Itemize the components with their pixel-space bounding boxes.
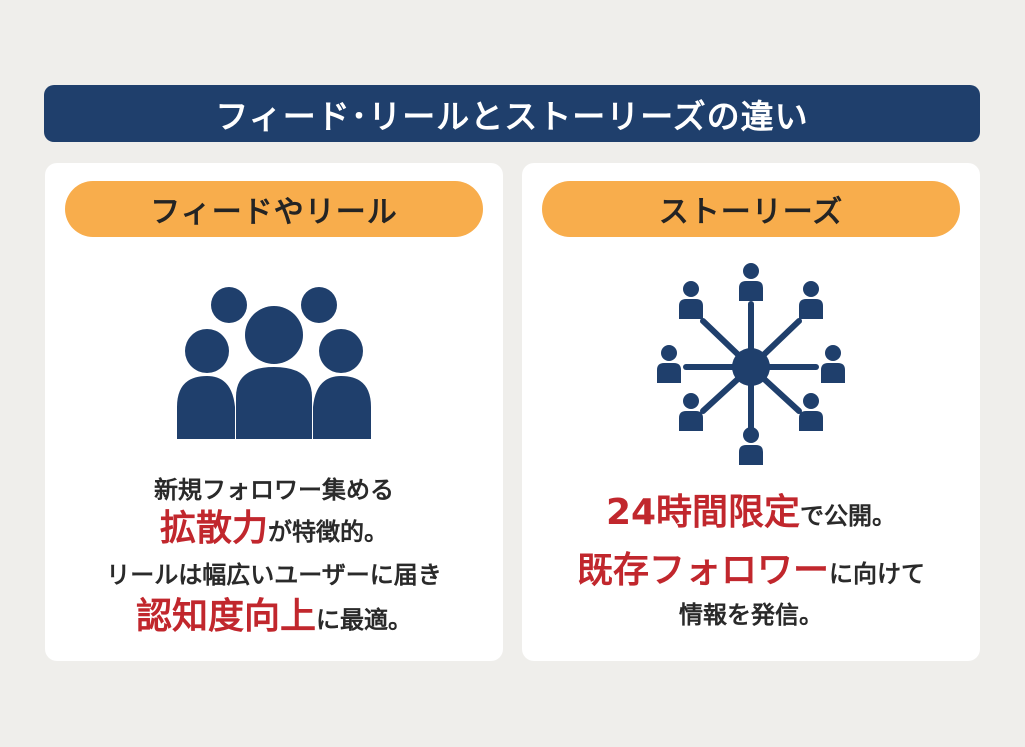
feed-reel-description: 新規フォロワー集める 拡散力が特徴的。 リールは幅広いユーザーに届き 認知度向上…: [45, 473, 503, 639]
feed-reel-line3: リールは幅広いユーザーに届き: [106, 561, 442, 589]
stories-header: ストーリーズ: [542, 181, 960, 237]
stories-line1: 24時間限定で公開。: [522, 489, 980, 537]
title-banner: フィード･リールとストーリーズの違い: [44, 85, 980, 142]
feed-reel-panel: フィードやリール 新規フォロワー集める 拡散力が特徴的。: [45, 163, 503, 661]
stories-line2-emphasis: 既存フォロワー: [576, 550, 829, 591]
feed-reel-header-label: フィードやリール: [150, 195, 398, 230]
stories-line2-rest: に向けて: [829, 560, 925, 588]
group-people-icon: [177, 287, 371, 439]
network-hub-icon: [657, 263, 845, 465]
page-title: フィード･リールとストーリーズの違い: [215, 96, 809, 136]
feed-reel-line4: 認知度向上に最適。: [45, 595, 503, 639]
network-hub-icon-wrap: [522, 259, 980, 469]
stories-line1-rest: で公開。: [800, 502, 897, 530]
stories-line1-emphasis: 24時間限定: [605, 492, 801, 533]
stories-description: 24時間限定で公開。 既存フォロワーに向けて 情報を発信。: [522, 489, 980, 635]
stories-header-label: ストーリーズ: [658, 195, 844, 230]
feed-reel-line2-rest: が特徴的。: [268, 518, 388, 546]
stories-panel: ストーリーズ: [522, 163, 980, 661]
feed-reel-line4-emphasis: 認知度向上: [135, 596, 316, 637]
stories-line3: 情報を発信。: [679, 601, 823, 629]
feed-reel-header: フィードやリール: [65, 181, 483, 237]
feed-reel-line2-emphasis: 拡散力: [159, 508, 268, 549]
feed-reel-line2: 拡散力が特徴的。: [45, 507, 503, 551]
stories-line2: 既存フォロワーに向けて: [522, 547, 980, 595]
feed-reel-line4-rest: に最適。: [316, 606, 412, 634]
group-people-icon-wrap: [45, 281, 503, 441]
feed-reel-line1: 新規フォロワー集める: [154, 476, 394, 504]
